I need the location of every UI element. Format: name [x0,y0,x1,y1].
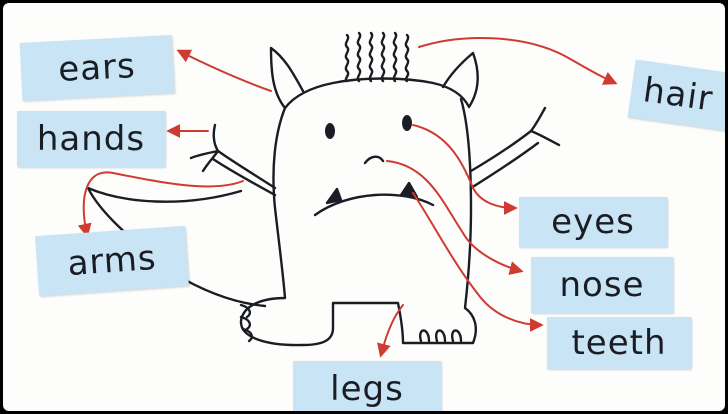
arrow-teeth [412,192,544,332]
label-card-legs[interactable]: legs [293,361,441,411]
right-toes [419,329,463,343]
label-arms-text: arms [66,237,158,285]
label-teeth-text: teeth [571,323,667,363]
label-hair-text: hair [640,70,716,120]
monster-body [239,97,477,347]
left-toes [239,303,254,343]
label-nose-text: nose [559,265,645,305]
arrow-hair [418,37,618,85]
label-card-ears[interactable]: ears [19,35,175,101]
arrow-eyes [412,124,518,215]
label-eyes-text: eyes [551,202,635,242]
arrow-legs [377,304,404,358]
label-card-arms[interactable]: arms [35,225,189,297]
whiteboard: ears hair hands arms eyes nose teeth leg… [3,3,725,411]
monster-drawing [77,31,618,358]
left-eye [325,123,335,139]
right-arm [469,106,561,190]
right-eye [402,115,412,131]
arrow-arms [77,171,244,238]
label-card-teeth[interactable]: teeth [547,317,691,369]
label-card-nose[interactable]: nose [531,257,673,313]
label-ears-text: ears [57,46,137,90]
monster-head [269,46,479,110]
label-hands-text: hands [36,119,146,159]
label-card-eyes[interactable]: eyes [519,197,667,247]
left-arm [189,123,277,197]
arrow-nose [386,160,524,275]
monster-nose [363,155,385,165]
label-legs-text: legs [330,369,404,409]
hair-squiggles [344,31,410,83]
tail [86,186,267,308]
arrow-ears [176,49,272,92]
label-card-hands[interactable]: hands [17,111,165,167]
fang-left [325,187,343,205]
monster-mouth [313,193,435,217]
